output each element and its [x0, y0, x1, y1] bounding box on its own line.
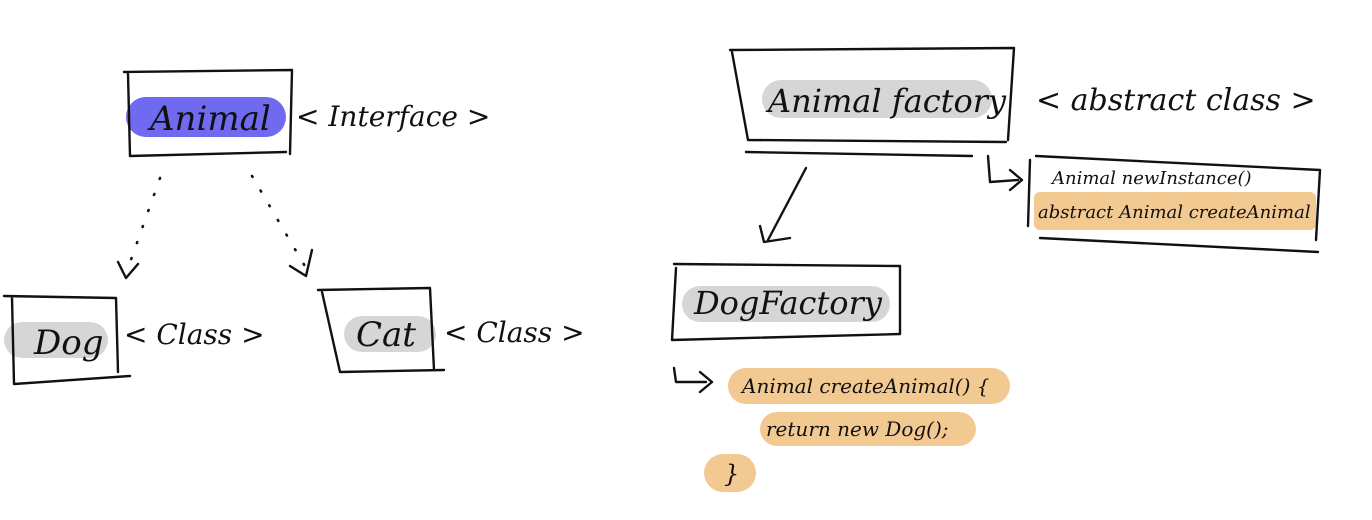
- dog-method-create-animal: Animal createAnimal() {: [740, 374, 990, 398]
- create-animal-highlight: [728, 368, 1010, 404]
- realization-arrow-dog: [116, 176, 162, 280]
- animal-box-outline: [122, 68, 294, 158]
- realization-arrow-cat: [250, 174, 314, 278]
- dog-highlight: [4, 322, 108, 358]
- dog-factory-highlight: [682, 286, 890, 322]
- factory-methods-outline: [1026, 154, 1322, 254]
- factory-method-highlight: [1034, 192, 1316, 230]
- animal-stereotype: < Interface >: [296, 100, 490, 133]
- cat-title: Cat: [356, 315, 416, 355]
- inheritance-arrow: [758, 166, 808, 244]
- dog-factory-node: DogFactory: [670, 262, 902, 342]
- animal-factory-highlight: [762, 80, 992, 118]
- dog-factory-methods: Animal createAnimal() { return new Dog()…: [704, 368, 1010, 492]
- animal-factory-box-outline: [728, 46, 1016, 158]
- dog-factory-box-outline: [670, 262, 902, 342]
- animal-factory-node: Animal factory < abstract class >: [728, 46, 1316, 158]
- closing-brace-highlight: [704, 454, 756, 492]
- factory-method-create-animal: abstract Animal createAnimal: [1038, 202, 1311, 223]
- return-highlight: [760, 412, 976, 446]
- dog-class-node: Dog < Class >: [2, 294, 265, 386]
- dog-method-return: return new Dog();: [766, 417, 949, 441]
- method-link-arrow: [986, 154, 1024, 192]
- dog-box-outline: [2, 294, 132, 386]
- factory-methods-box: Animal newInstance() abstract Animal cre…: [1026, 154, 1322, 254]
- dog-factory-title: DogFactory: [693, 284, 883, 322]
- animal-factory-stereotype: < abstract class >: [1036, 83, 1316, 118]
- dog-title: Dog: [33, 323, 104, 363]
- animal-title: Animal: [147, 99, 271, 139]
- dog-method-link-arrow: [672, 366, 714, 394]
- animal-highlight: [126, 97, 286, 137]
- factory-method-new-instance: Animal newInstance(): [1050, 168, 1252, 189]
- dog-method-closing-brace: }: [724, 460, 739, 488]
- animal-interface-node: Animal < Interface >: [122, 68, 490, 158]
- animal-factory-title: Animal factory: [765, 82, 1007, 120]
- cat-highlight: [344, 316, 436, 352]
- cat-class-node: Cat < Class >: [316, 286, 585, 374]
- dog-stereotype: < Class >: [124, 318, 265, 351]
- cat-stereotype: < Class >: [444, 316, 585, 349]
- cat-box-outline: [316, 286, 446, 374]
